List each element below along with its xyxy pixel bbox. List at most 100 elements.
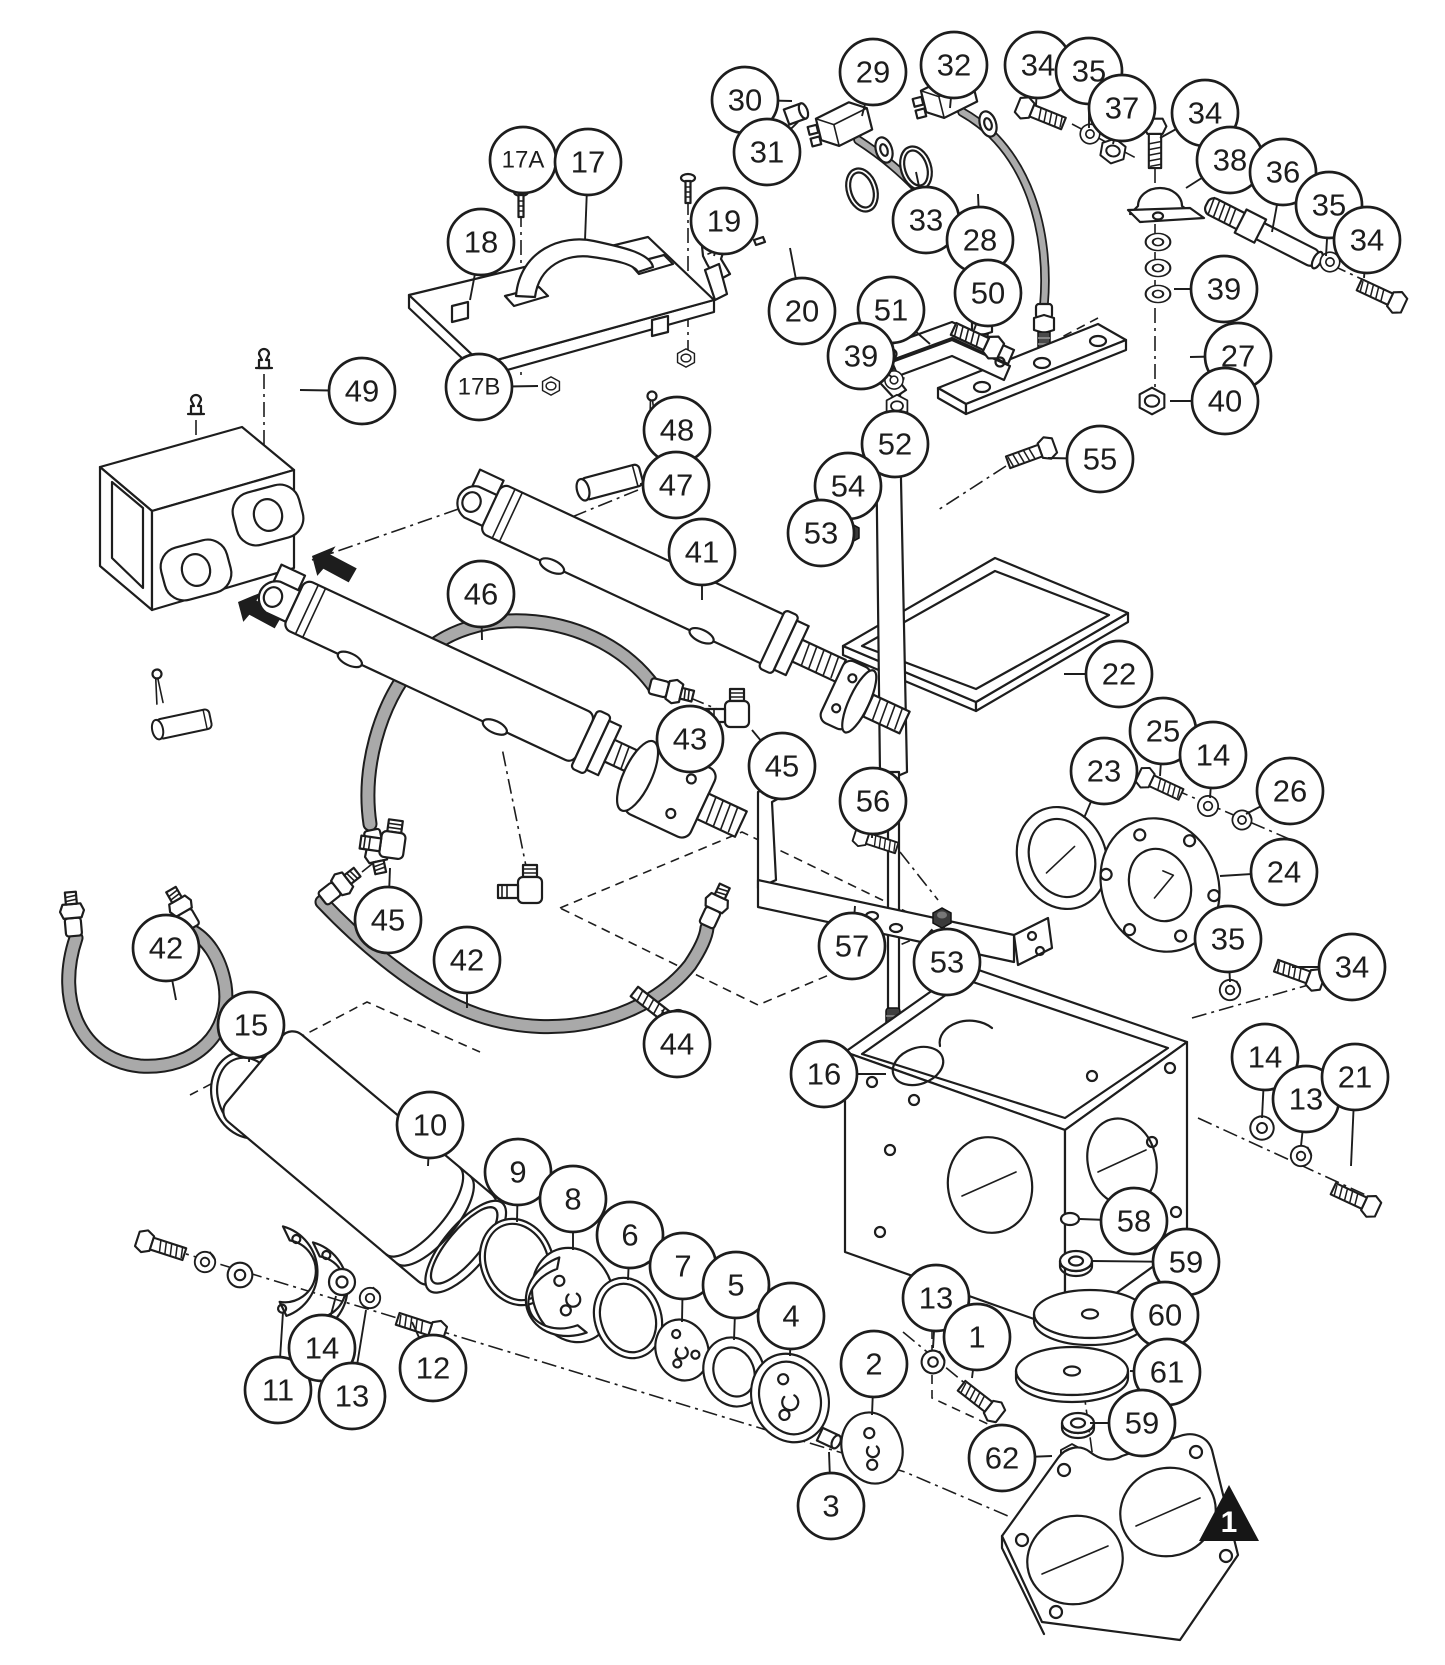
cotter-pin-icon (149, 668, 167, 706)
grease-fitting-icon (254, 347, 274, 370)
svg-text:15: 15 (234, 1008, 268, 1043)
callout-balloon-15: 15 (216, 990, 286, 1060)
svg-text:37: 37 (1105, 91, 1139, 126)
svg-text:43: 43 (673, 722, 707, 757)
svg-text:34: 34 (1021, 48, 1055, 83)
handle-nut-icon (541, 376, 561, 396)
callout-balloon-45: 45 (353, 885, 423, 955)
cap-nut-icon (932, 907, 952, 929)
callout-balloon-6: 6 (595, 1200, 665, 1270)
svg-text:61: 61 (1150, 1355, 1184, 1390)
svg-text:4: 4 (782, 1299, 799, 1334)
callout-balloon-8: 8 (538, 1164, 608, 1234)
svg-text:42: 42 (149, 931, 183, 966)
callout-balloon-62: 62 (967, 1423, 1037, 1493)
callout-balloon-52: 52 (860, 409, 930, 479)
callout-balloon-37: 37 (1087, 73, 1157, 143)
washer-icon (1194, 792, 1222, 820)
svg-text:62: 62 (985, 1441, 1019, 1476)
wear-plate (654, 1318, 710, 1382)
washer-icon (226, 1261, 254, 1289)
svg-text:54: 54 (831, 469, 865, 504)
callout-balloon-60: 60 (1130, 1280, 1200, 1350)
callout-balloon-41: 41 (667, 517, 737, 587)
svg-text:28: 28 (963, 223, 997, 258)
svg-text:45: 45 (765, 749, 799, 784)
callout-balloon-14: 14 (1178, 720, 1248, 790)
svg-text:17A: 17A (502, 147, 545, 174)
callout-balloon-23: 23 (1069, 736, 1139, 806)
callout-balloon-46: 46 (446, 559, 516, 629)
callout-balloon-10: 10 (395, 1090, 465, 1160)
callout-balloon-42: 42 (131, 913, 201, 983)
svg-text:46: 46 (464, 577, 498, 612)
seal-ring (1015, 805, 1109, 911)
svg-text:19: 19 (707, 204, 741, 239)
svg-text:9: 9 (509, 1155, 526, 1190)
gasket-ring (592, 1276, 664, 1360)
svg-text:21: 21 (1338, 1060, 1372, 1095)
hex-bolt-icon (953, 1375, 1009, 1427)
svg-text:49: 49 (345, 374, 379, 409)
hex-bolt-icon (1003, 433, 1060, 475)
hose-fitting-icon (57, 890, 88, 939)
svg-text:38: 38 (1213, 143, 1247, 178)
svg-text:45: 45 (371, 903, 405, 938)
svg-text:32: 32 (937, 48, 971, 83)
callout-balloon-35: 35 (1294, 170, 1364, 240)
svg-text:7: 7 (674, 1249, 691, 1284)
washer-icon (327, 1267, 357, 1297)
callout-balloon-34: 34 (1003, 30, 1073, 100)
svg-text:23: 23 (1087, 754, 1121, 789)
svg-text:6: 6 (621, 1218, 638, 1253)
svg-text:1: 1 (968, 1320, 985, 1355)
cylinder-gland (819, 659, 911, 735)
svg-text:50: 50 (971, 276, 1005, 311)
svg-text:12: 12 (416, 1351, 450, 1386)
svg-text:60: 60 (1148, 1298, 1182, 1333)
callout-balloon-53: 53 (786, 498, 856, 568)
svg-text:47: 47 (659, 468, 693, 503)
callout-balloon-19: 19 (689, 186, 759, 256)
svg-text:52: 52 (878, 427, 912, 462)
callout-balloon-29: 29 (838, 37, 908, 107)
hose-fitting-icon (646, 672, 697, 709)
callout-balloon-42: 42 (432, 925, 502, 995)
callout-balloon-48: 48 (642, 395, 712, 465)
svg-text:53: 53 (804, 516, 838, 551)
callout-balloon-2: 2 (839, 1329, 909, 1399)
callout-balloon-59: 59 (1107, 1388, 1177, 1458)
callout-balloon-44: 44 (642, 1009, 712, 1079)
callout-balloon-47: 47 (641, 450, 711, 520)
receiver-beam (98, 425, 305, 612)
hex-bolt-icon (1327, 1177, 1384, 1221)
callout-balloon-49: 49 (327, 356, 397, 426)
handle-screw-icon (679, 172, 697, 205)
svg-text:59: 59 (1169, 1245, 1203, 1280)
callout-balloon-20: 20 (767, 276, 837, 346)
svg-text:17: 17 (571, 145, 605, 180)
callout-balloon-45: 45 (747, 731, 817, 801)
washer-icon (1144, 232, 1172, 252)
callout-balloon-61: 61 (1132, 1337, 1202, 1407)
hose-fitting-icon (694, 879, 737, 932)
svg-text:8: 8 (564, 1182, 581, 1217)
hex-bolt-icon (1353, 273, 1410, 317)
lock-washer-icon (358, 1286, 382, 1310)
callout-balloon-26: 26 (1255, 756, 1325, 826)
svg-text:18: 18 (464, 225, 498, 260)
handle (503, 238, 675, 308)
svg-text:13: 13 (1289, 1082, 1323, 1117)
svg-text:30: 30 (728, 83, 762, 118)
callout-balloon-12: 12 (398, 1333, 468, 1403)
hex-bolt-icon (132, 1227, 189, 1267)
callout-balloon-39: 39 (826, 321, 896, 391)
svg-text:35: 35 (1312, 188, 1346, 223)
callout-balloon-21: 21 (1320, 1042, 1390, 1112)
svg-text:40: 40 (1208, 384, 1242, 419)
thrust-washer (702, 1336, 766, 1408)
hydraulic-cylinder-lower (257, 563, 658, 783)
svg-text:24: 24 (1267, 855, 1301, 890)
svg-text:34: 34 (1350, 223, 1384, 258)
